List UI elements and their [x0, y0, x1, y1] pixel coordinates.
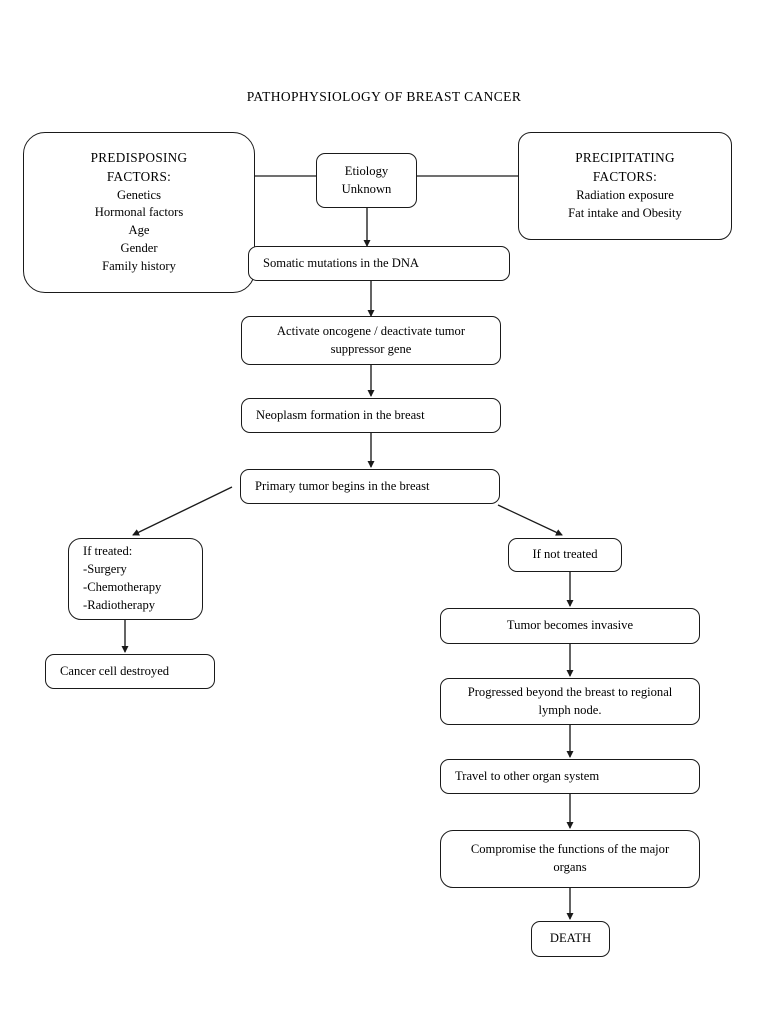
node-primary-tumor: Primary tumor begins in the breast	[240, 469, 500, 504]
node-activate-oncogene: Activate oncogene / deactivate tumor sup…	[241, 316, 501, 365]
connector-primary-if-treated	[132, 486, 233, 536]
node-cancer-cell-destroyed: Cancer cell destroyed	[45, 654, 215, 689]
node-death: DEATH	[531, 921, 610, 957]
node-if-treated: If treated: -Surgery -Chemotherapy -Radi…	[68, 538, 203, 620]
node-etiology: Etiology Unknown	[316, 153, 417, 208]
predisposing-heading: PREDISPOSING FACTORS:	[90, 150, 188, 184]
node-compromise-organs: Compromise the functions of the major or…	[440, 830, 700, 888]
page-title: PATHOPHYSIOLOGY OF BREAST CANCER	[246, 89, 522, 104]
predisposing-items: Genetics Hormonal factors Age Gender Fam…	[94, 187, 184, 274]
precipitating-heading: PRECIPITATING FACTORS:	[575, 150, 675, 185]
node-neoplasm-formation: Neoplasm formation in the breast	[241, 398, 501, 433]
node-predisposing-factors: PREDISPOSING FACTORS: Genetics Hormonal …	[23, 132, 255, 293]
precipitating-items: Radiation exposure Fat intake and Obesit…	[568, 187, 682, 220]
node-travel-organ-system: Travel to other organ system	[440, 759, 700, 794]
node-tumor-invasive: Tumor becomes invasive	[440, 608, 700, 644]
node-lymph-node: Progressed beyond the breast to regional…	[440, 678, 700, 725]
node-if-not-treated: If not treated	[508, 538, 622, 572]
connector-primary-if-not-treated	[497, 504, 563, 536]
node-precipitating-factors: PRECIPITATING FACTORS: Radiation exposur…	[518, 132, 732, 240]
node-somatic-mutations: Somatic mutations in the DNA	[248, 246, 510, 281]
